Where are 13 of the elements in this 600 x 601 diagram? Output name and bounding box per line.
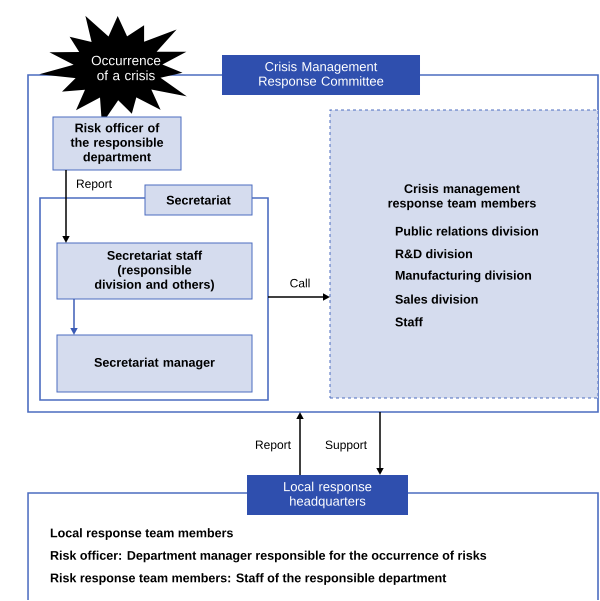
edge-label: Report	[254, 440, 292, 452]
node-label: Local response team members	[50, 528, 233, 540]
crisis-starburst: Occurrence of a crisis	[39, 16, 187, 124]
node-label: Risk response team members: Staff of the responsible department	[50, 573, 446, 585]
node-label: Risk officer: Department manager responsible for the occurrence of risks	[50, 550, 486, 562]
staff-box: Secretariat staff (responsible division and others)	[56, 242, 252, 300]
officer-box: Risk officer of the responsible department	[52, 116, 182, 170]
node-label: Crisis Management	[265, 62, 378, 74]
team-members-box: Crisis management response team members Public relations division R&D division Manufacturing division Sales division Staff	[330, 110, 598, 398]
edge-label: Call	[288, 278, 312, 288]
edge-label: Support	[324, 440, 368, 452]
headquarters-frame: Local response headquarters Local response team members Risk officer: Department manager responsible for the occurrence of risks Risk response team members: Staff of the responsible department	[27, 475, 599, 600]
manager-box: Secretariat manager	[56, 334, 252, 392]
